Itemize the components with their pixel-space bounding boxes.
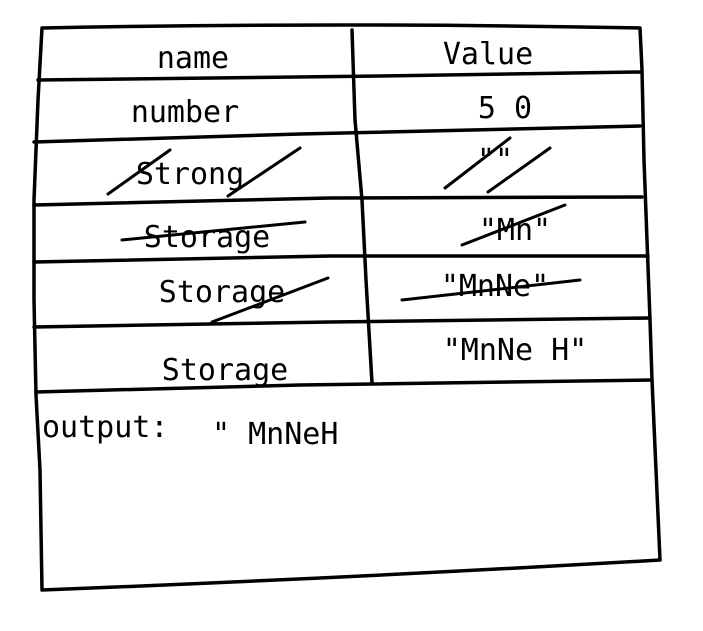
column-divider <box>350 28 374 385</box>
strikethrough-row-3-name <box>120 220 307 242</box>
output-label: output: <box>42 410 168 445</box>
strikethrough-row-2-value-a <box>443 136 512 190</box>
row-value-mnne-h: "MnNe H" <box>443 333 588 368</box>
row-divider-4 <box>32 254 650 264</box>
row-divider-3 <box>32 195 644 207</box>
output-value: " MnNeH <box>212 417 338 452</box>
strikethrough-row-4-value <box>400 278 582 302</box>
table-outline <box>32 23 662 592</box>
strikethrough-row-2-value-b <box>486 146 552 194</box>
row-name-storage-3: Storage <box>162 353 288 388</box>
strikethrough-row-2-name-b <box>226 146 302 198</box>
header-name: name <box>157 41 229 76</box>
row-name-storage-2: Storage <box>159 275 285 310</box>
row-name-storage-1: Storage <box>144 220 270 255</box>
header-value: Value <box>443 37 533 72</box>
row-value-number: 5 0 <box>478 91 532 126</box>
row-value-mn: "Mn" <box>479 213 551 248</box>
strikethrough-row-4-name <box>210 276 330 324</box>
row-divider-2 <box>32 124 642 144</box>
strikethrough-row-2-name-a <box>106 148 172 196</box>
table-bottom-divider <box>34 378 654 394</box>
row-divider-1 <box>36 70 642 82</box>
row-name-number: number <box>131 95 239 130</box>
strikethrough-row-3-value <box>460 203 567 247</box>
row-divider-5 <box>32 316 652 329</box>
